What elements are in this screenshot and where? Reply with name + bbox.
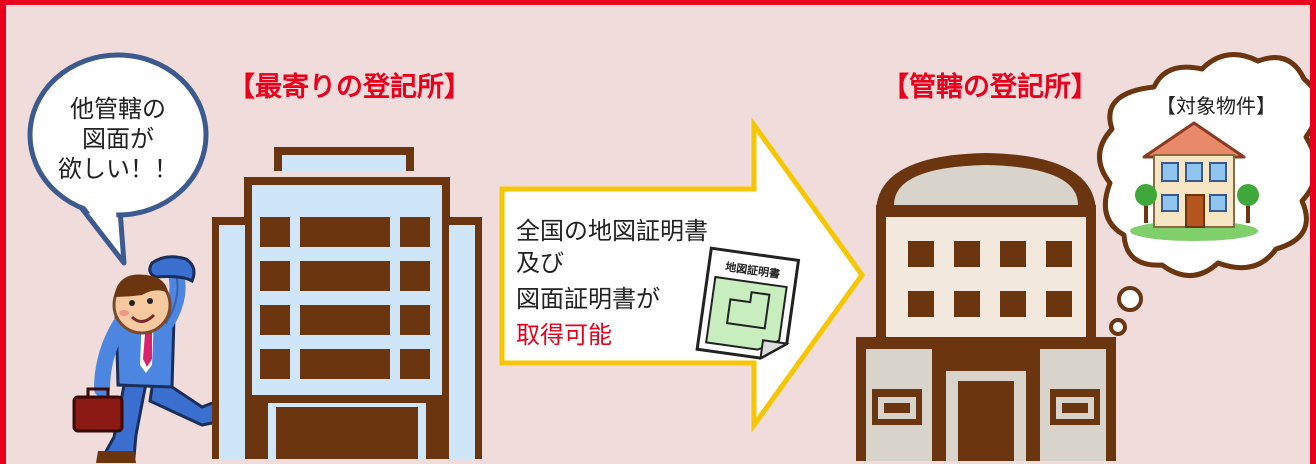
nearest-office-building [212,147,482,459]
speech-line-2: 図面が [82,125,154,153]
arrow-line-1: 全国の地図証明書 [516,217,708,245]
businessman-illustration [72,255,238,463]
speech-line-3: 欲しい！！ [58,155,178,183]
jurisdiction-office-building [856,153,1116,461]
speech-bubble: 他管轄の 図面が 欲しい！！ [27,52,209,266]
diagram-canvas: 【最寄りの登記所】 【管轄の登記所】 他管轄の 図面が 欲しい！！ [27,52,1310,463]
thought-bubble-title: 【対象物件】 [1156,94,1276,118]
jurisdiction-office-title: 【管轄の登記所】 [882,71,1098,103]
arrow-line-2: 及び [516,249,564,277]
arrow-line-3: 図面証明書が [516,285,660,313]
speech-line-1: 他管轄の [70,95,166,123]
house-illustration [1130,121,1259,241]
arrow-highlight: 取得可能 [516,321,612,349]
process-arrow: 全国の地図証明書 及び 図面証明書が 取得可能 [499,117,866,433]
thought-bubble: 【対象物件】 [1097,52,1310,336]
nearest-office-title: 【最寄りの登記所】 [228,71,471,103]
certificate-document: 地図証明書 [695,246,801,360]
